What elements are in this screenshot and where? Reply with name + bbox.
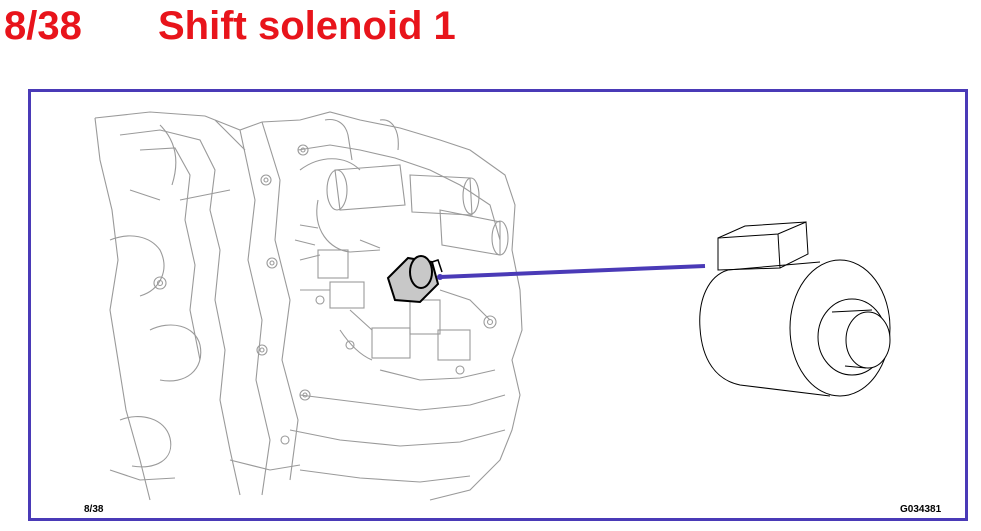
shift-solenoid-detail bbox=[699, 221, 891, 397]
page-title: Shift solenoid 1 bbox=[158, 4, 456, 48]
shift-solenoid-highlight bbox=[386, 255, 443, 304]
header: 8/38 Shift solenoid 1 bbox=[0, 0, 981, 60]
figure-page-number: 8/38 bbox=[84, 504, 104, 515]
transmission-valve-body bbox=[94, 111, 523, 501]
leader-line bbox=[439, 264, 706, 279]
page-number: 8/38 bbox=[4, 4, 82, 48]
figure-id: G034381 bbox=[900, 504, 942, 515]
